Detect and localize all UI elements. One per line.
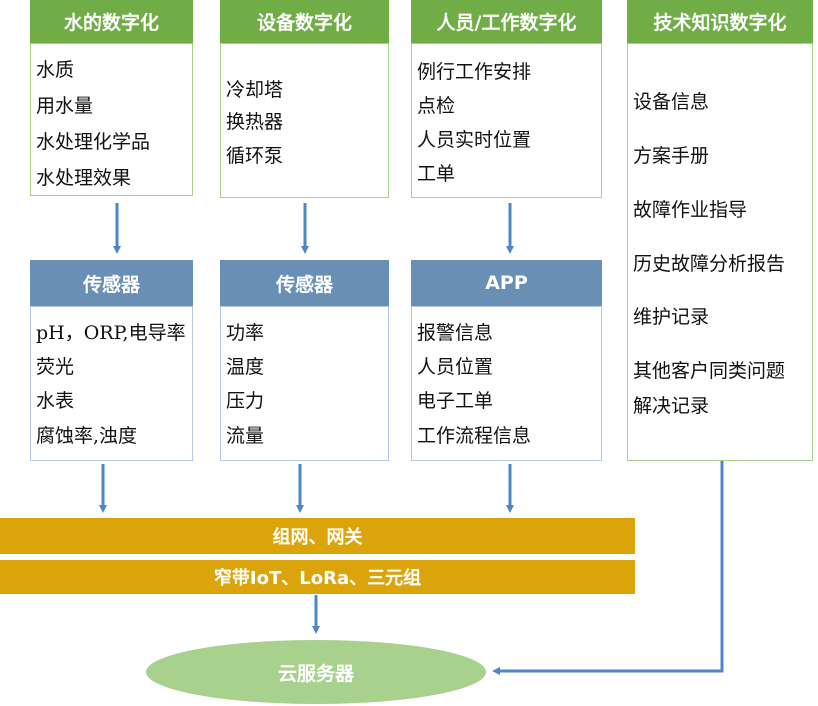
list-item: 故障作业指导 bbox=[633, 199, 748, 221]
list-item: 压力 bbox=[226, 390, 265, 412]
list-item: 荧光 bbox=[36, 356, 75, 378]
list-item: pH，ORP,电导率 bbox=[36, 322, 186, 344]
list-item: 功率 bbox=[226, 322, 265, 344]
equipment-digitalization-box: 冷却塔 换热器 循环泵 bbox=[220, 43, 389, 198]
sensor-equipment-header: 传感器 bbox=[220, 260, 389, 306]
list-item: 循环泵 bbox=[226, 145, 284, 167]
protocol-bar: 窄带IoT、LoRa、三元组 bbox=[0, 560, 635, 594]
technical-knowledge-digitalization-header: 技术知识数字化 bbox=[627, 0, 813, 43]
list-item: 流量 bbox=[226, 425, 265, 447]
personnel-work-digitalization-box: 例行工作安排 点检 人员实时位置 工单 bbox=[411, 43, 602, 198]
list-item: 电子工单 bbox=[417, 390, 494, 412]
network-gateway-bar: 组网、网关 bbox=[0, 518, 635, 554]
list-item: 报警信息 bbox=[417, 322, 494, 344]
list-item: 水处理效果 bbox=[36, 167, 132, 189]
list-item: 历史故障分析报告 bbox=[633, 253, 786, 275]
list-item: 人员位置 bbox=[417, 356, 494, 378]
list-item: 其他客户同类问题 bbox=[633, 360, 786, 382]
water-digitalization-header: 水的数字化 bbox=[30, 0, 193, 43]
list-item: 设备信息 bbox=[633, 91, 710, 113]
list-item: 温度 bbox=[226, 356, 265, 378]
list-item: 冷却塔 bbox=[226, 79, 284, 101]
list-item: 人员实时位置 bbox=[417, 129, 532, 151]
list-item: 用水量 bbox=[36, 95, 94, 117]
list-item: 工单 bbox=[417, 163, 456, 185]
arrow-knowledge-to-cloud bbox=[492, 461, 724, 675]
list-item: 方案手册 bbox=[633, 145, 710, 167]
app-box: 报警信息 人员位置 电子工单 工作流程信息 bbox=[411, 306, 602, 461]
list-item: 解决记录 bbox=[633, 395, 710, 417]
list-item: 腐蚀率,浊度 bbox=[36, 425, 138, 447]
app-header: APP bbox=[411, 260, 602, 306]
list-item: 水质 bbox=[36, 59, 75, 81]
list-item: 例行工作安排 bbox=[417, 61, 532, 83]
sensor-equipment-box: 功率 温度 压力 流量 bbox=[220, 306, 389, 461]
list-item: 换热器 bbox=[226, 111, 284, 133]
technical-knowledge-digitalization-box: 设备信息 方案手册 故障作业指导 历史故障分析报告 维护记录 其他客户同类问题 … bbox=[627, 43, 813, 461]
equipment-digitalization-header: 设备数字化 bbox=[220, 0, 389, 43]
cloud-server: 云服务器 bbox=[146, 640, 486, 704]
list-item: 点检 bbox=[417, 95, 456, 117]
personnel-work-digitalization-header: 人员/工作数字化 bbox=[411, 0, 602, 43]
sensor-water-header: 传感器 bbox=[30, 260, 193, 306]
sensor-water-box: pH，ORP,电导率 荧光 水表 腐蚀率,浊度 bbox=[30, 306, 193, 461]
water-digitalization-box: 水质 用水量 水处理化学品 水处理效果 bbox=[30, 43, 193, 196]
list-item: 水处理化学品 bbox=[36, 131, 151, 153]
list-item: 维护记录 bbox=[633, 306, 710, 328]
list-item: 工作流程信息 bbox=[417, 425, 532, 447]
list-item: 水表 bbox=[36, 390, 75, 412]
